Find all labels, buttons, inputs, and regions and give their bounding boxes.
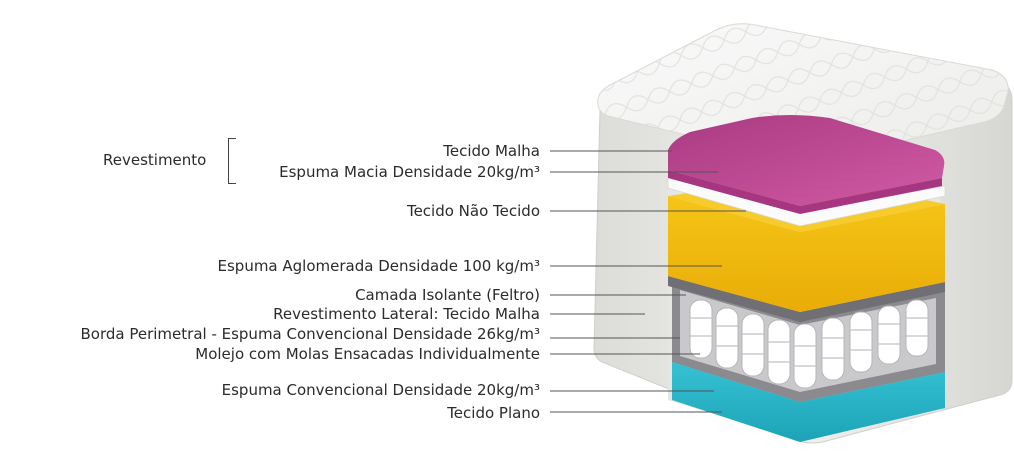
label-borda-perimetral: Borda Perimetral - Espuma Convencional D… bbox=[80, 325, 541, 343]
magenta-foam-layer bbox=[668, 115, 945, 206]
cyan-foam-layer bbox=[672, 362, 945, 442]
label-tecido-malha: Tecido Malha bbox=[443, 142, 540, 160]
yellow-foam-layer bbox=[668, 196, 945, 312]
label-revestimento-lateral: Revestimento Lateral: Tecido Malha bbox=[273, 305, 540, 323]
revestimento-bracket bbox=[228, 138, 236, 184]
label-camada-isolante: Camada Isolante (Feltro) bbox=[355, 286, 540, 304]
leader-lines bbox=[550, 150, 746, 413]
group-label-revestimento: Revestimento bbox=[103, 151, 207, 169]
label-tecido-plano: Tecido Plano bbox=[447, 404, 540, 422]
label-espuma-aglomerada: Espuma Aglomerada Densidade 100 kg/m³ bbox=[217, 257, 541, 275]
pocket-springs bbox=[689, 299, 929, 389]
label-tecido-nao-tecido: Tecido Não Tecido bbox=[406, 202, 540, 220]
label-molejo: Molejo com Molas Ensacadas Individualmen… bbox=[195, 345, 540, 363]
label-espuma-macia: Espuma Macia Densidade 20kg/m³ bbox=[279, 163, 540, 181]
label-espuma-convencional: Espuma Convencional Densidade 20kg/m³ bbox=[221, 381, 540, 399]
